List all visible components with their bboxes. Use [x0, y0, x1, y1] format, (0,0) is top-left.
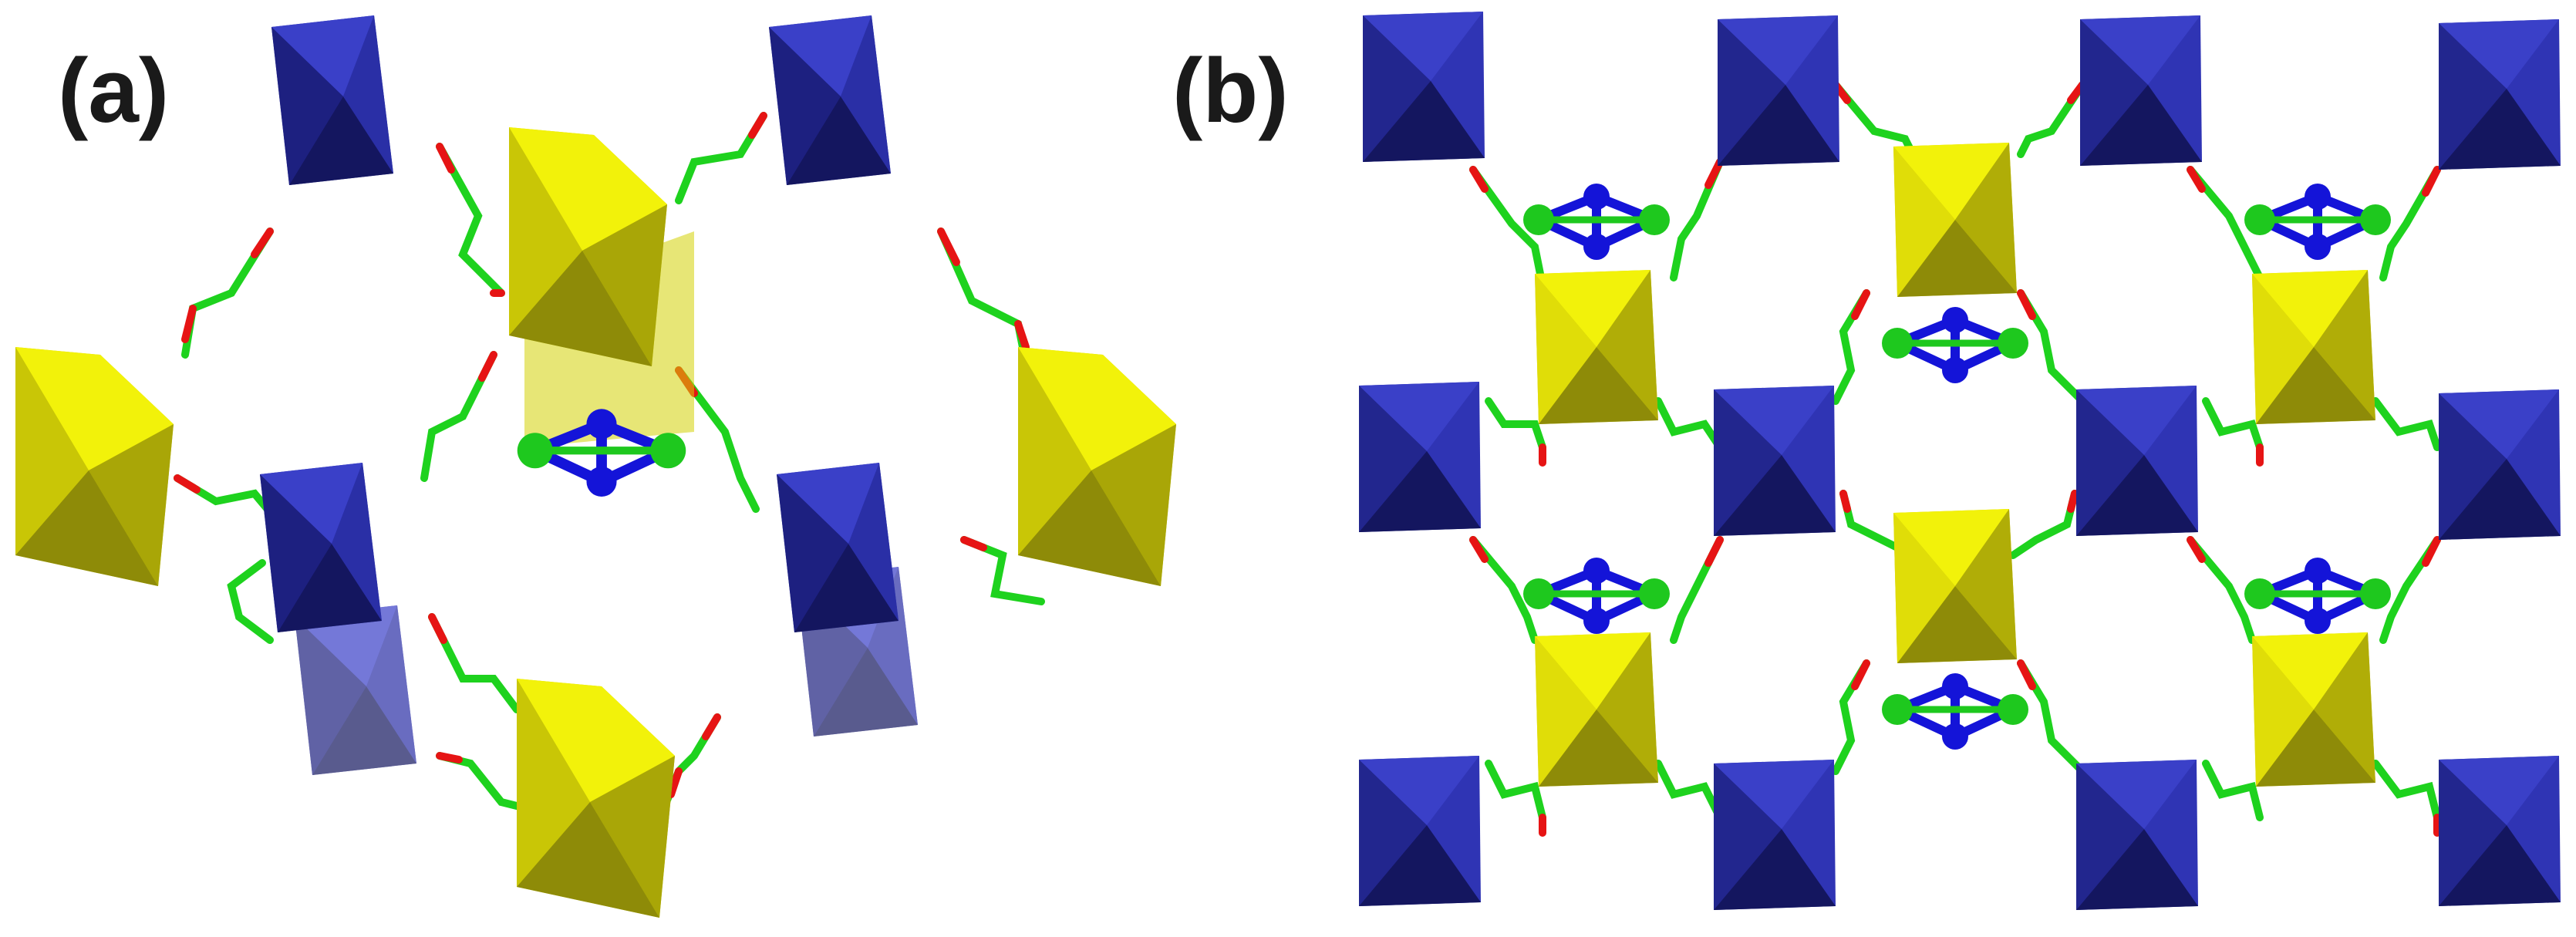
guest-molecule	[1523, 558, 1670, 634]
yellow-octahedron	[2252, 270, 2375, 424]
yellow-octahedron	[1893, 509, 2017, 663]
guest-molecule	[1523, 184, 1670, 260]
blue-octahedron	[1714, 386, 1836, 536]
blue-octahedron	[2080, 15, 2202, 166]
panel-label-a: (a)	[58, 40, 169, 142]
blue-octahedron	[769, 15, 891, 185]
blue-octahedron-back	[295, 605, 416, 775]
yellow-octahedron	[15, 347, 174, 586]
blue-octahedron	[1714, 760, 1836, 910]
blue-octahedron	[2439, 19, 2561, 170]
blue-octahedron	[2439, 389, 2561, 540]
blue-octahedron	[2076, 386, 2198, 536]
blue-octahedron	[260, 463, 382, 632]
blue-octahedron	[271, 15, 393, 185]
blue-octahedron	[2076, 760, 2198, 910]
linkers-a	[174, 112, 1045, 814]
yellow-octahedron	[2252, 632, 2375, 787]
blue-octahedron	[777, 463, 899, 632]
panel-b: (b)	[1172, 12, 2561, 910]
blue-octahedron	[2439, 756, 2561, 906]
yellow-octahedron	[1535, 632, 1658, 787]
yellow-octahedron	[1535, 270, 1658, 424]
blue-octahedron	[1359, 756, 1481, 906]
yellow-octahedron	[517, 679, 675, 918]
yellow-octahedron	[1018, 347, 1176, 586]
panel-a: (a)	[15, 15, 1176, 918]
guest-molecule	[1882, 307, 2028, 383]
blue-octahedron	[1363, 12, 1485, 162]
panel-label-b: (b)	[1172, 40, 1289, 142]
blue-octahedron	[1359, 382, 1481, 532]
linkers-b	[1469, 81, 2441, 837]
guest-molecule	[1882, 673, 2028, 750]
blue-octahedron	[1718, 15, 1839, 166]
guest-molecule	[2244, 558, 2391, 634]
yellow-octahedron	[509, 127, 667, 366]
yellow-octahedron	[1893, 143, 2017, 297]
guest-molecule	[2244, 184, 2391, 260]
